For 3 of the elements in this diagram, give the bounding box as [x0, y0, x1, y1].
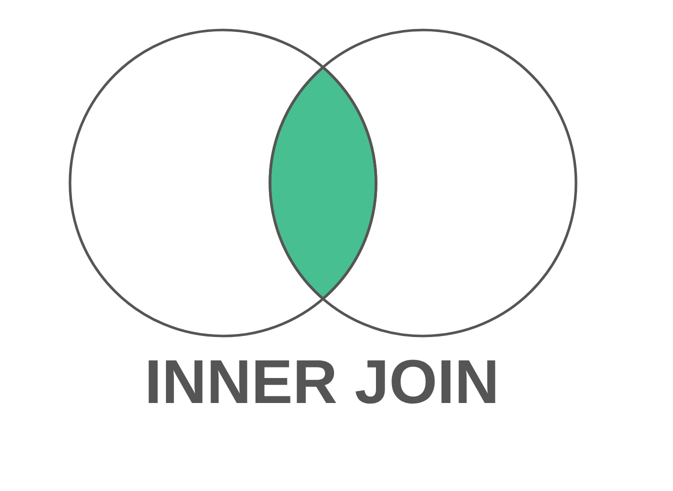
circle — [68, 28, 378, 338]
title: INNER JOIN — [148, 360, 496, 404]
circle — [268, 28, 578, 338]
